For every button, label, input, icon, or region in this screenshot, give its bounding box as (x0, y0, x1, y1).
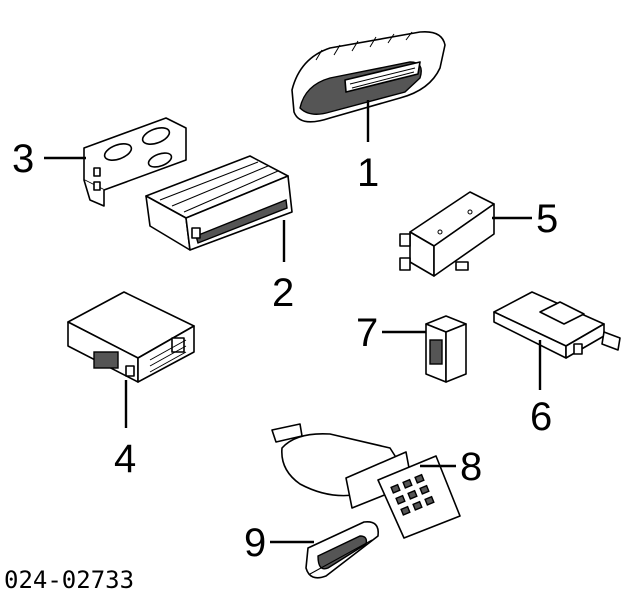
callout-7: 7 (356, 311, 378, 355)
callout-9: 9 (244, 521, 266, 565)
keypad-buttons (390, 473, 435, 516)
callout-6: 6 (530, 395, 552, 439)
part-6-flat-module (493, 291, 621, 359)
part-7-relay-module (425, 315, 467, 383)
callout-4: 4 (114, 437, 136, 481)
callout-2: 2 (272, 271, 294, 315)
callout-1: 1 (357, 151, 379, 195)
callout-8: 8 (460, 445, 482, 489)
part-5-control-module (399, 191, 495, 277)
part-9-cover (305, 520, 380, 579)
part-8-keypad-housing (271, 423, 461, 539)
callout-5: 5 (536, 197, 558, 241)
part-4-control-unit (67, 291, 195, 383)
part-2-radio-unit (145, 155, 293, 251)
part-3-mounting-bracket (83, 117, 187, 207)
part-1-instrument-cluster (291, 30, 446, 123)
part-code-label: 024-02733 (4, 566, 134, 594)
callout-3: 3 (12, 137, 34, 181)
